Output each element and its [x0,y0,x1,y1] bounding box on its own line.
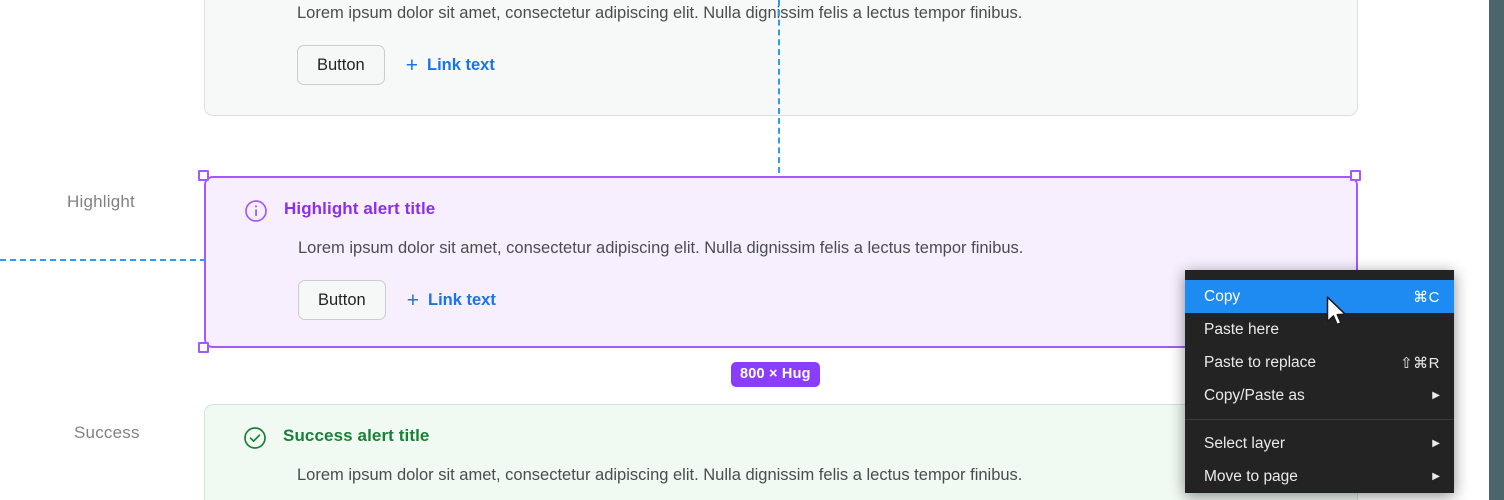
selection-handle-top-right[interactable] [1350,170,1361,181]
check-circle-icon [243,426,267,455]
selection-handle-top-left[interactable] [198,170,209,181]
alert-title-highlight: Highlight alert title [284,199,436,218]
context-menu-label: Move to page [1204,467,1298,485]
alert-button-neutral[interactable]: Button [297,45,385,85]
alert-body-highlight: Lorem ipsum dolor sit amet, consectetur … [298,239,1024,257]
context-menu-shortcut: ⌘C [1413,288,1440,306]
context-menu-label: Copy [1204,287,1241,305]
selection-handle-bottom-left[interactable] [198,342,209,353]
row-label-highlight: Highlight [67,192,135,211]
plus-icon: + [405,53,418,77]
alert-header-success: Success alert title [243,405,1357,455]
alert-content-highlight: Highlight alert title Lorem ipsum dolor … [206,178,1356,320]
alert-link-highlight[interactable]: + Link text [407,290,496,311]
alert-link-label-neutral: Link text [426,55,495,74]
context-menu-label: Select layer [1204,434,1285,452]
plus-icon: + [406,288,419,312]
alert-card-success[interactable]: Success alert title Lorem ipsum dolor si… [204,404,1358,500]
alert-header-highlight: Highlight alert title [244,178,1356,228]
context-menu-item-paste-to-replace[interactable]: Paste to replace ⇧⌘R [1185,346,1454,379]
alert-body-success: Lorem ipsum dolor sit amet, consectetur … [297,466,1023,484]
chevron-right-icon: ▶ [1432,437,1440,449]
context-menu-label: Paste to replace [1204,353,1317,371]
selection-size-badge: 800 × Hug [731,362,820,387]
alert-content-neutral: Lorem ipsum dolor sit amet, consectetur … [205,0,1357,85]
chevron-right-icon: ▶ [1432,470,1440,482]
context-menu-item-select-layer[interactable]: Select layer ▶ [1185,427,1454,460]
alert-link-neutral[interactable]: + Link text [406,55,495,76]
measurement-guide-vertical [778,0,780,173]
alert-card-highlight[interactable]: Highlight alert title Lorem ipsum dolor … [204,176,1358,348]
alert-card-neutral[interactable]: Lorem ipsum dolor sit amet, consectetur … [204,0,1358,116]
context-menu-label: Copy/Paste as [1204,386,1305,404]
chevron-right-icon: ▶ [1432,389,1440,401]
context-menu[interactable]: Copy ⌘C Paste here Paste to replace ⇧⌘R … [1185,270,1454,493]
context-menu-item-copy[interactable]: Copy ⌘C [1185,280,1454,313]
context-menu-item-paste-here[interactable]: Paste here [1185,313,1454,346]
alert-content-success: Success alert title Lorem ipsum dolor si… [205,405,1357,487]
alert-body-neutral: Lorem ipsum dolor sit amet, consectetur … [297,4,1023,22]
alert-link-label-highlight: Link text [427,290,496,309]
info-circle-icon [244,199,268,228]
alert-button-highlight[interactable]: Button [298,280,386,320]
right-panel-gutter [1489,0,1504,500]
context-menu-item-copy-paste-as[interactable]: Copy/Paste as ▶ [1185,379,1454,412]
row-label-success: Success [74,423,140,442]
context-menu-item-move-to-page[interactable]: Move to page ▶ [1185,460,1454,493]
context-menu-label: Paste here [1204,320,1279,338]
alert-actions-neutral: Button + Link text [243,25,1357,85]
alert-title-success: Success alert title [283,426,430,445]
alert-actions-highlight: Button + Link text [244,260,1356,320]
measurement-guide-horizontal [0,259,206,261]
context-menu-shortcut: ⇧⌘R [1400,354,1440,372]
context-menu-separator [1185,419,1454,420]
